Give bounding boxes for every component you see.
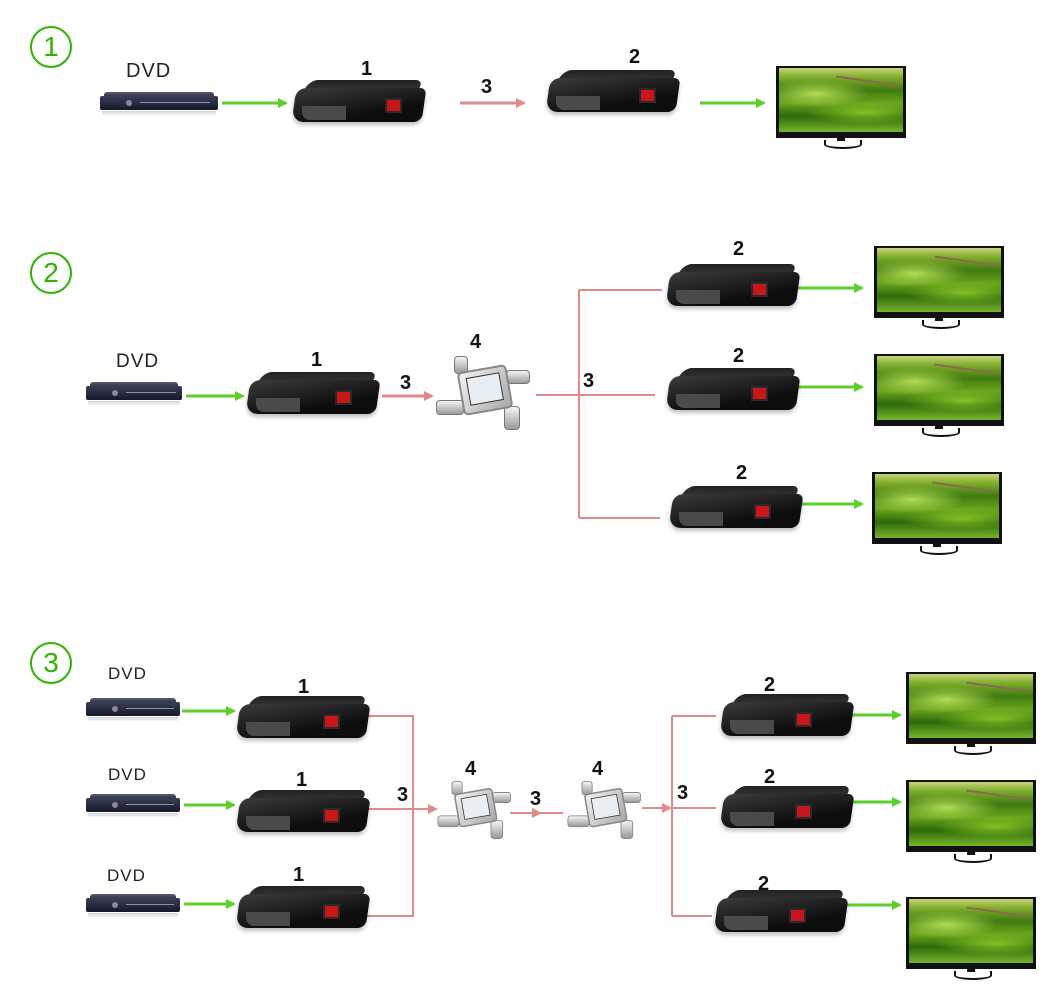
cable-branch (536, 289, 662, 519)
receiver-icon (713, 890, 849, 938)
receiver-icon (668, 486, 804, 534)
splitter-label: 4 (465, 758, 477, 780)
cable-label: 3 (530, 788, 542, 810)
dvd-label: DVD (116, 351, 160, 372)
tv-icon (906, 780, 1036, 865)
cable-label: 3 (397, 784, 409, 806)
scenario-badge: 2 (30, 252, 72, 294)
dvd-label: DVD (126, 60, 172, 82)
dvd-player-icon (86, 794, 180, 818)
transmitter-icon (235, 886, 371, 934)
receiver-label: 2 (733, 238, 745, 260)
dvd-label: DVD (108, 765, 147, 784)
receiver-icon (719, 786, 855, 834)
tv-icon (776, 66, 906, 151)
splitter-label: 4 (592, 758, 604, 780)
transmitter-label: 1 (296, 769, 308, 791)
dvd-player-icon (100, 92, 218, 116)
transmitter-icon (291, 80, 427, 128)
transmitter-label: 1 (361, 58, 373, 80)
receiver-label: 2 (764, 766, 776, 788)
dvd-label: DVD (108, 664, 147, 683)
transmitter-label: 1 (298, 676, 310, 698)
receiver-label: 2 (733, 345, 745, 367)
scenario-badge: 1 (30, 26, 72, 68)
transmitter-icon (235, 696, 371, 744)
receiver-icon (665, 368, 801, 416)
cable-label: 3 (677, 782, 689, 804)
receiver-label: 2 (629, 46, 641, 68)
cable-label: 3 (481, 76, 493, 98)
dvd-player-icon (86, 382, 182, 406)
receiver-label: 2 (764, 674, 776, 696)
receiver-label: 2 (736, 462, 748, 484)
dvd-label: DVD (107, 866, 146, 885)
splitter-icon (566, 778, 641, 839)
dvd-player-icon (86, 698, 180, 722)
receiver-label: 2 (758, 873, 770, 895)
cable-label: 3 (400, 372, 412, 394)
splitter-icon (434, 352, 530, 430)
scenario-badge: 3 (30, 642, 72, 684)
tv-icon (906, 672, 1036, 757)
transmitter-icon (235, 790, 371, 838)
receiver-icon (545, 70, 681, 118)
tv-icon (874, 246, 1004, 331)
tv-icon (874, 354, 1004, 439)
cable-label: 3 (583, 370, 595, 392)
splitter-icon (436, 778, 511, 839)
tv-icon (872, 472, 1002, 557)
tv-icon (906, 897, 1036, 982)
cable-merge (366, 715, 414, 917)
transmitter-icon (245, 372, 381, 420)
cable-branch (671, 715, 716, 917)
receiver-icon (665, 264, 801, 312)
dvd-player-icon (86, 894, 180, 918)
splitter-label: 4 (470, 331, 482, 353)
receiver-icon (719, 694, 855, 742)
transmitter-label: 1 (311, 349, 323, 371)
transmitter-label: 1 (293, 864, 305, 886)
